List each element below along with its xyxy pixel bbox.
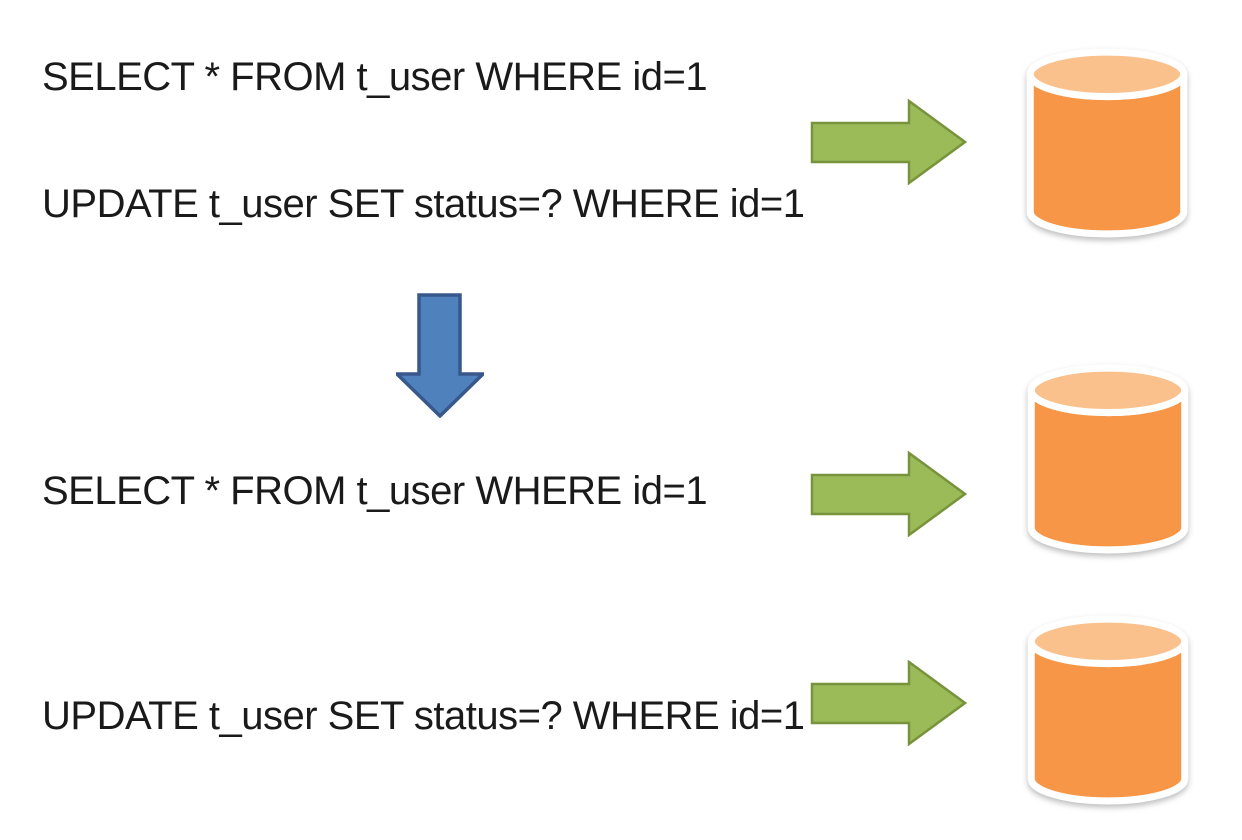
sql-update-before: UPDATE t_user SET status=? WHERE id=1 (42, 182, 805, 226)
right-arrow-shape (810, 99, 967, 185)
right-arrow-shape (810, 660, 967, 746)
sql-select-after: SELECT * FROM t_user WHERE id=1 (42, 469, 708, 513)
down-arrow-shape (396, 293, 484, 418)
database-cylinder-icon (1027, 364, 1189, 554)
database-top (1026, 48, 1188, 101)
database-top (1027, 615, 1189, 668)
right-arrow-shape (810, 451, 967, 537)
sql-update-after: UPDATE t_user SET status=? WHERE id=1 (42, 694, 805, 738)
right-arrow-icon (810, 451, 967, 537)
sql-select-before: SELECT * FROM t_user WHERE id=1 (42, 55, 708, 99)
right-arrow-icon (810, 660, 967, 746)
database-cylinder-icon (1027, 615, 1189, 805)
right-arrow-icon (810, 99, 967, 185)
database-cylinder-icon (1026, 48, 1188, 238)
database-top (1027, 364, 1189, 417)
down-arrow-icon (396, 293, 484, 418)
